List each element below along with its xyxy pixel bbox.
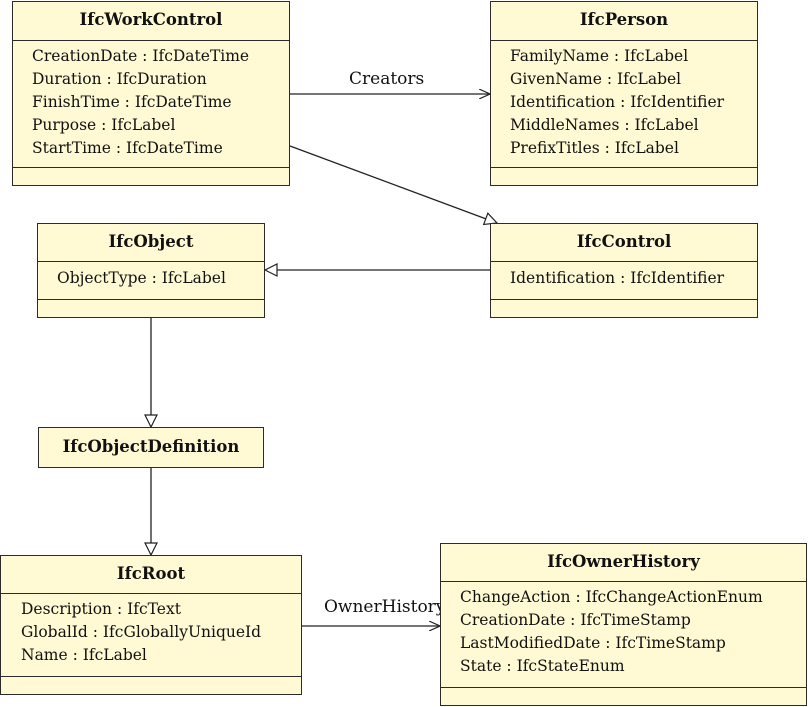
attribute: Identification : IfcIdentifier xyxy=(510,93,725,111)
attribute-list: ObjectType : IfcLabel xyxy=(38,262,264,300)
attribute-list: FamilyName : IfcLabel GivenName : IfcLab… xyxy=(491,41,757,168)
attribute: StartTime : IfcDateTime xyxy=(32,139,223,157)
class-title: IfcPerson xyxy=(491,2,757,41)
class-title: IfcObject xyxy=(38,224,264,262)
class-ifcroot[interactable]: IfcRoot Description : IfcText GlobalId :… xyxy=(0,555,302,695)
class-title: IfcObjectDefinition xyxy=(62,437,240,456)
attribute: GivenName : IfcLabel xyxy=(510,70,682,88)
class-title: IfcWorkControl xyxy=(13,2,289,41)
attribute: GlobalId : IfcGloballyUniqueId xyxy=(21,623,262,641)
attribute: LastModifiedDate : IfcTimeStamp xyxy=(460,634,726,652)
attribute: PrefixTitles : IfcLabel xyxy=(510,139,679,157)
attribute: FamilyName : IfcLabel xyxy=(510,47,689,65)
ownerhistory-label: OwnerHistory xyxy=(324,597,446,617)
attribute: Duration : IfcDuration xyxy=(32,70,207,88)
class-title: IfcRoot xyxy=(1,556,301,594)
class-ifccontrol[interactable]: IfcControl Identification : IfcIdentifie… xyxy=(490,223,758,318)
attribute: ChangeAction : IfcChangeActionEnum xyxy=(460,588,763,606)
attribute: Name : IfcLabel xyxy=(21,646,147,664)
attribute: MiddleNames : IfcLabel xyxy=(510,116,699,134)
attribute-list: ChangeAction : IfcChangeActionEnum Creat… xyxy=(441,582,806,688)
class-title: IfcControl xyxy=(491,224,757,262)
class-ifcworkcontrol[interactable]: IfcWorkControl CreationDate : IfcDateTim… xyxy=(12,1,290,186)
attribute-list: CreationDate : IfcDateTime Duration : If… xyxy=(13,41,289,168)
class-ifcownerhistory[interactable]: IfcOwnerHistory ChangeAction : IfcChange… xyxy=(440,543,807,706)
attribute-list: Description : IfcText GlobalId : IfcGlob… xyxy=(1,594,301,677)
attribute: FinishTime : IfcDateTime xyxy=(32,93,232,111)
class-ifcperson[interactable]: IfcPerson FamilyName : IfcLabel GivenNam… xyxy=(490,1,758,186)
class-ifcobjectdefinition[interactable]: IfcObjectDefinition xyxy=(38,427,264,468)
attribute: State : IfcStateEnum xyxy=(460,657,625,675)
creators-label: Creators xyxy=(349,69,425,89)
class-title: IfcOwnerHistory xyxy=(441,544,806,582)
attribute: CreationDate : IfcDateTime xyxy=(32,47,250,65)
attribute: CreationDate : IfcTimeStamp xyxy=(460,611,691,629)
attribute: Description : IfcText xyxy=(21,600,181,618)
generalization-workcontrol-control xyxy=(289,145,497,223)
attribute: ObjectType : IfcLabel xyxy=(57,269,226,287)
attribute-list: Identification : IfcIdentifier xyxy=(491,262,757,300)
class-ifcobject[interactable]: IfcObject ObjectType : IfcLabel xyxy=(37,223,265,318)
attribute: Identification : IfcIdentifier xyxy=(510,269,725,287)
attribute: Purpose : IfcLabel xyxy=(32,116,176,134)
